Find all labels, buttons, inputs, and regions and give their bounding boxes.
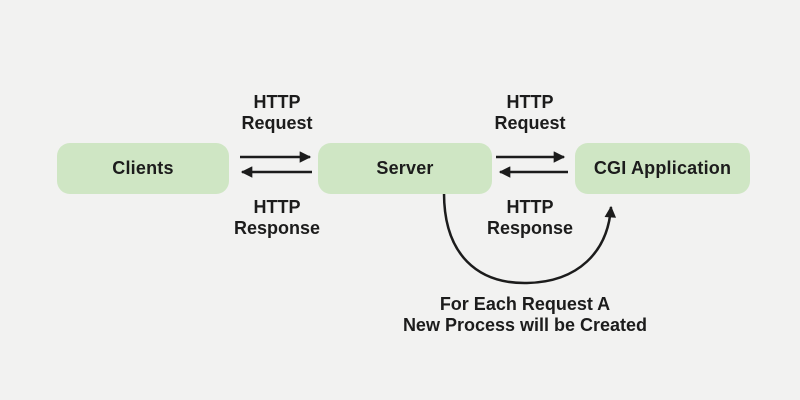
- clients-server-response-label-line2: Response: [233, 218, 321, 238]
- node-clients: Clients: [57, 143, 229, 194]
- new-process-annotation-line2: New Process will be Created: [402, 315, 648, 335]
- clients-server-request-label: HTTP Request: [212, 92, 342, 134]
- clients-server-response-label-line1: HTTP: [253, 197, 301, 217]
- server-cgi-request-label-line1: HTTP: [506, 92, 554, 112]
- node-clients-label: Clients: [112, 158, 174, 178]
- node-cgi-application-label: CGI Application: [593, 158, 732, 178]
- new-process-annotation: For Each Request A New Process will be C…: [335, 294, 715, 336]
- clients-server-response-label: HTTP Response: [212, 197, 342, 239]
- node-server: Server: [318, 143, 492, 194]
- server-cgi-response-label-line2: Response: [486, 218, 574, 238]
- server-cgi-response-label-line1: HTTP: [506, 197, 554, 217]
- clients-server-request-label-line1: HTTP: [253, 92, 301, 112]
- server-cgi-request-label-line2: Request: [494, 113, 566, 133]
- new-process-annotation-line1: For Each Request A: [439, 294, 611, 314]
- server-cgi-request-label: HTTP Request: [465, 92, 595, 134]
- node-cgi-application: CGI Application: [575, 143, 750, 194]
- server-cgi-response-label: HTTP Response: [465, 197, 595, 239]
- node-server-label: Server: [376, 158, 434, 178]
- clients-server-request-label-line2: Request: [241, 113, 313, 133]
